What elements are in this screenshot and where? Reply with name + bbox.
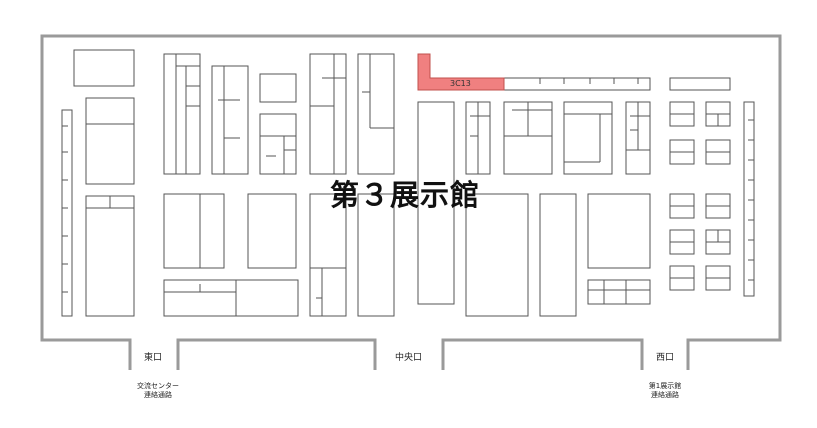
right-corridor-line2: 連絡通路 — [651, 391, 679, 399]
booth — [61, 109, 73, 317]
west-entrance-label: 西口 — [656, 353, 675, 363]
booths — [61, 49, 755, 317]
hall-title: 第３展示館 — [330, 178, 481, 212]
booth — [357, 53, 395, 175]
booth — [743, 101, 755, 297]
booth — [163, 53, 201, 175]
left-corridor-line2: 連絡通路 — [144, 391, 172, 399]
booth — [309, 267, 347, 317]
booth — [73, 49, 135, 87]
booth — [259, 113, 297, 175]
left-corridor-line1: 交流センター — [137, 382, 179, 390]
booth — [163, 193, 225, 269]
booth — [587, 193, 651, 269]
right-corridor-line1: 第1展示館 — [648, 382, 682, 390]
booth — [669, 77, 731, 91]
highlighted-booth-label: 3C13 — [450, 79, 471, 88]
booth — [539, 193, 577, 317]
east-entrance-label: 東口 — [144, 353, 163, 363]
center-entrance-label: 中央口 — [395, 353, 423, 363]
highlighted-booth-3c13[interactable] — [417, 53, 505, 91]
booth — [85, 97, 135, 185]
booth — [247, 193, 297, 269]
booth — [465, 193, 529, 317]
booth — [357, 193, 395, 317]
booth — [211, 65, 249, 175]
booth — [417, 101, 455, 305]
booth — [503, 77, 651, 91]
booth — [259, 73, 297, 103]
left-corridor-label: 交流センター 連絡通路 — [118, 382, 198, 400]
hall-wall — [40, 34, 782, 370]
booth — [563, 101, 613, 175]
booth — [587, 279, 651, 305]
booth — [163, 279, 299, 317]
booth — [85, 195, 135, 317]
booth — [309, 53, 347, 175]
booth-ticks — [62, 125, 68, 293]
right-corridor-label: 第1展示館 連絡通路 — [630, 382, 700, 400]
